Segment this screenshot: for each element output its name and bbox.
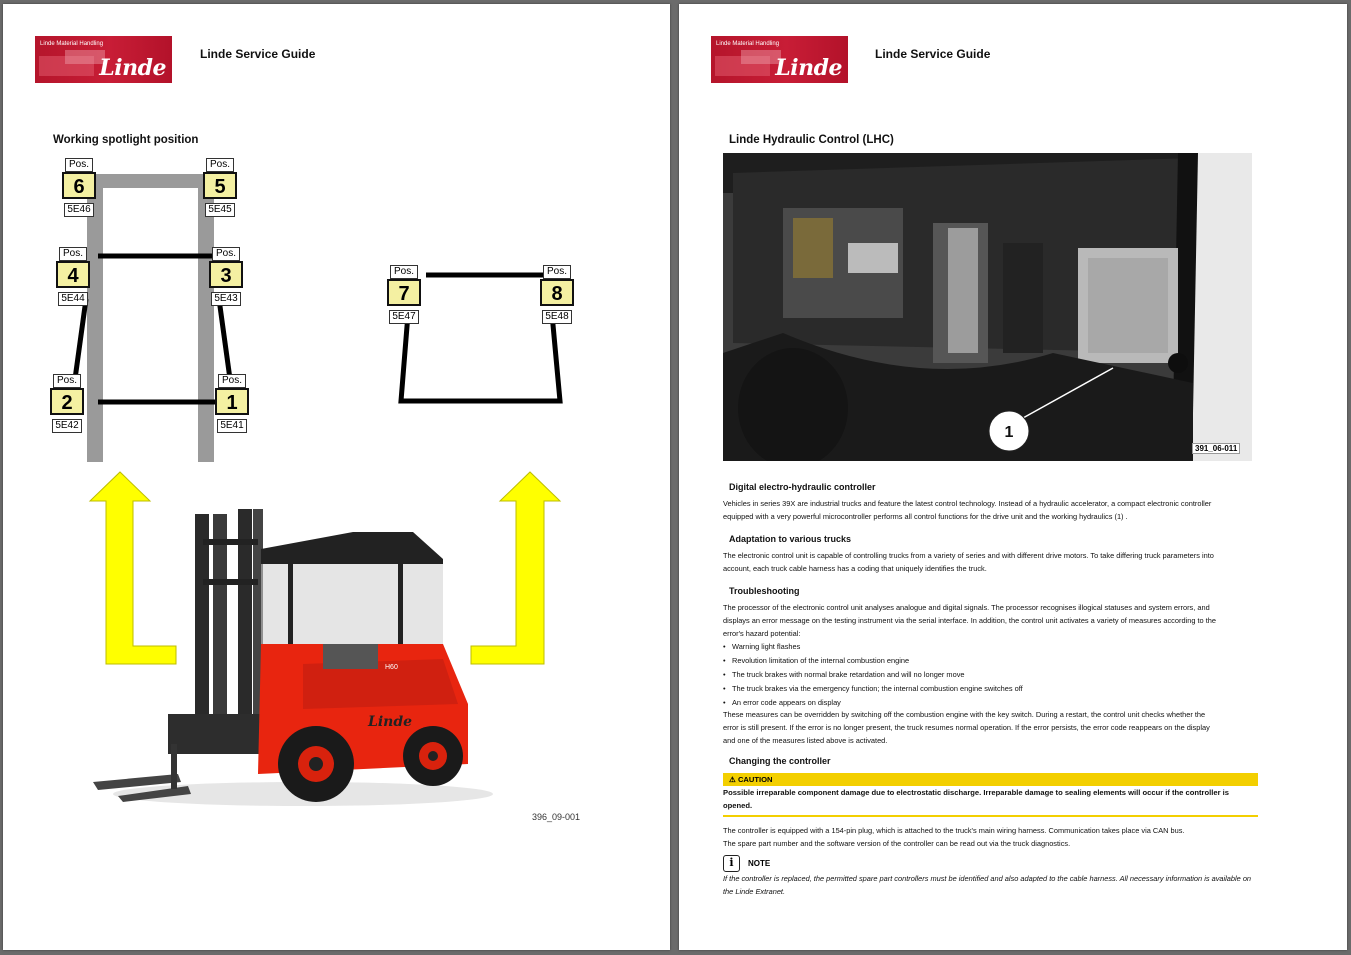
logo-subtitle: Linde Material Handling [40,41,104,47]
subheading-controller: Digital electro-hydraulic controller [729,482,876,492]
spotlight-pos-8: Pos. 8 5E48 [539,261,575,324]
spotlight-pos-6: Pos. 6 5E46 [61,154,97,217]
info-icon: i [723,855,740,872]
linde-logo: Linde Material Handling Linde [35,36,172,83]
pos-code: 5E41 [217,419,247,433]
pos-number: 2 [50,388,84,415]
caution-bar: ⚠ CAUTION [723,773,1258,786]
pos-number: 3 [209,261,243,288]
paragraph-troubleshooting: The processor of the electronic control … [723,603,1216,638]
pos-code: 5E42 [52,419,82,433]
subheading-changing: Changing the controller [729,756,831,766]
note-label: NOTE [748,859,771,868]
pos-label: Pos. [64,158,93,172]
guide-title: Linde Service Guide [200,47,316,61]
controller-photo: 1 [723,153,1252,461]
paragraph-controller: Vehicles in series 39X are industrial tr… [723,499,1212,521]
pos-number: 1 [215,388,249,415]
pos-label: Pos. [217,374,246,388]
spotlight-pos-5: Pos. 5 5E45 [202,154,238,217]
svg-text:H60: H60 [385,664,398,671]
pos-code: 5E46 [64,203,94,217]
measures-list: Warning light flashes Revolution limitat… [723,640,1023,710]
list-item: Warning light flashes [723,640,1023,654]
svg-text:Linde: Linde [367,714,412,730]
photo-callout: 1 [1005,424,1014,441]
list-item: The truck brakes via the emergency funct… [723,682,1023,696]
pos-label: Pos. [542,265,571,279]
paragraph-plug: The controller is equipped with a 154-pi… [723,826,1185,835]
pos-number: 4 [56,261,90,288]
paragraph-adaptation: The electronic control unit is capable o… [723,551,1214,573]
spotlight-pos-3: Pos. 3 5E43 [208,243,244,306]
forklift-image: Linde H60 [93,509,493,806]
warning-icon: ⚠ [729,775,736,784]
logo-brand: Linde [775,55,842,81]
pos-number: 6 [62,172,96,199]
pos-label: Pos. [389,265,418,279]
figure-code: 396_09-001 [532,812,581,822]
pos-code: 5E45 [205,203,235,217]
caution-text: Possible irreparable component damage du… [723,788,1229,810]
pos-label: Pos. [211,247,240,261]
pos-code: 5E43 [211,292,241,306]
pos-code: 5E48 [542,310,572,324]
pos-code: 5E47 [389,310,419,324]
caution-label: CAUTION [737,775,773,784]
paragraph-spare-part: The spare part number and the software v… [723,839,1071,848]
spotlight-pos-1: Pos. 1 5E41 [214,370,250,433]
list-item: Revolution limitation of the internal co… [723,654,1023,668]
pos-code: 5E44 [58,292,88,306]
spotlight-diagram: Linde H60 [72,174,563,806]
paragraph-override: These measures can be overridden by swit… [723,710,1210,745]
pos-number: 5 [203,172,237,199]
pos-label: Pos. [52,374,81,388]
spotlight-pos-4: Pos. 4 5E44 [55,243,91,306]
section-title: Working spotlight position [53,134,199,146]
pos-label: Pos. [205,158,234,172]
guide-title: Linde Service Guide [875,47,991,61]
left-page: Linde Material Handling Linde Linde Serv… [3,4,670,950]
arrow-left-icon [88,471,177,665]
logo-brand: Linde [99,55,166,81]
pos-number: 7 [387,279,421,306]
linde-logo: Linde Material Handling Linde [711,36,848,83]
spotlight-pos-2: Pos. 2 5E42 [49,370,85,433]
section-title: Linde Hydraulic Control (LHC) [729,134,894,146]
pos-label: Pos. [58,247,87,261]
photo-code: 391_06-011 [1192,443,1241,454]
pos-number: 8 [540,279,574,306]
arrow-right-icon [470,471,562,665]
subheading-adaptation: Adaptation to various trucks [729,534,852,544]
right-page: Linde Material Handling Linde Linde Serv… [679,4,1347,950]
list-item: The truck brakes with normal brake retar… [723,668,1023,682]
note-text: If the controller is replaced, the permi… [723,874,1252,896]
logo-subtitle: Linde Material Handling [716,41,780,47]
subheading-troubleshooting: Troubleshooting [729,586,800,596]
spotlight-pos-7: Pos. 7 5E47 [386,261,422,324]
list-item: An error code appears on display [723,696,1023,710]
caution-divider [723,815,1258,817]
